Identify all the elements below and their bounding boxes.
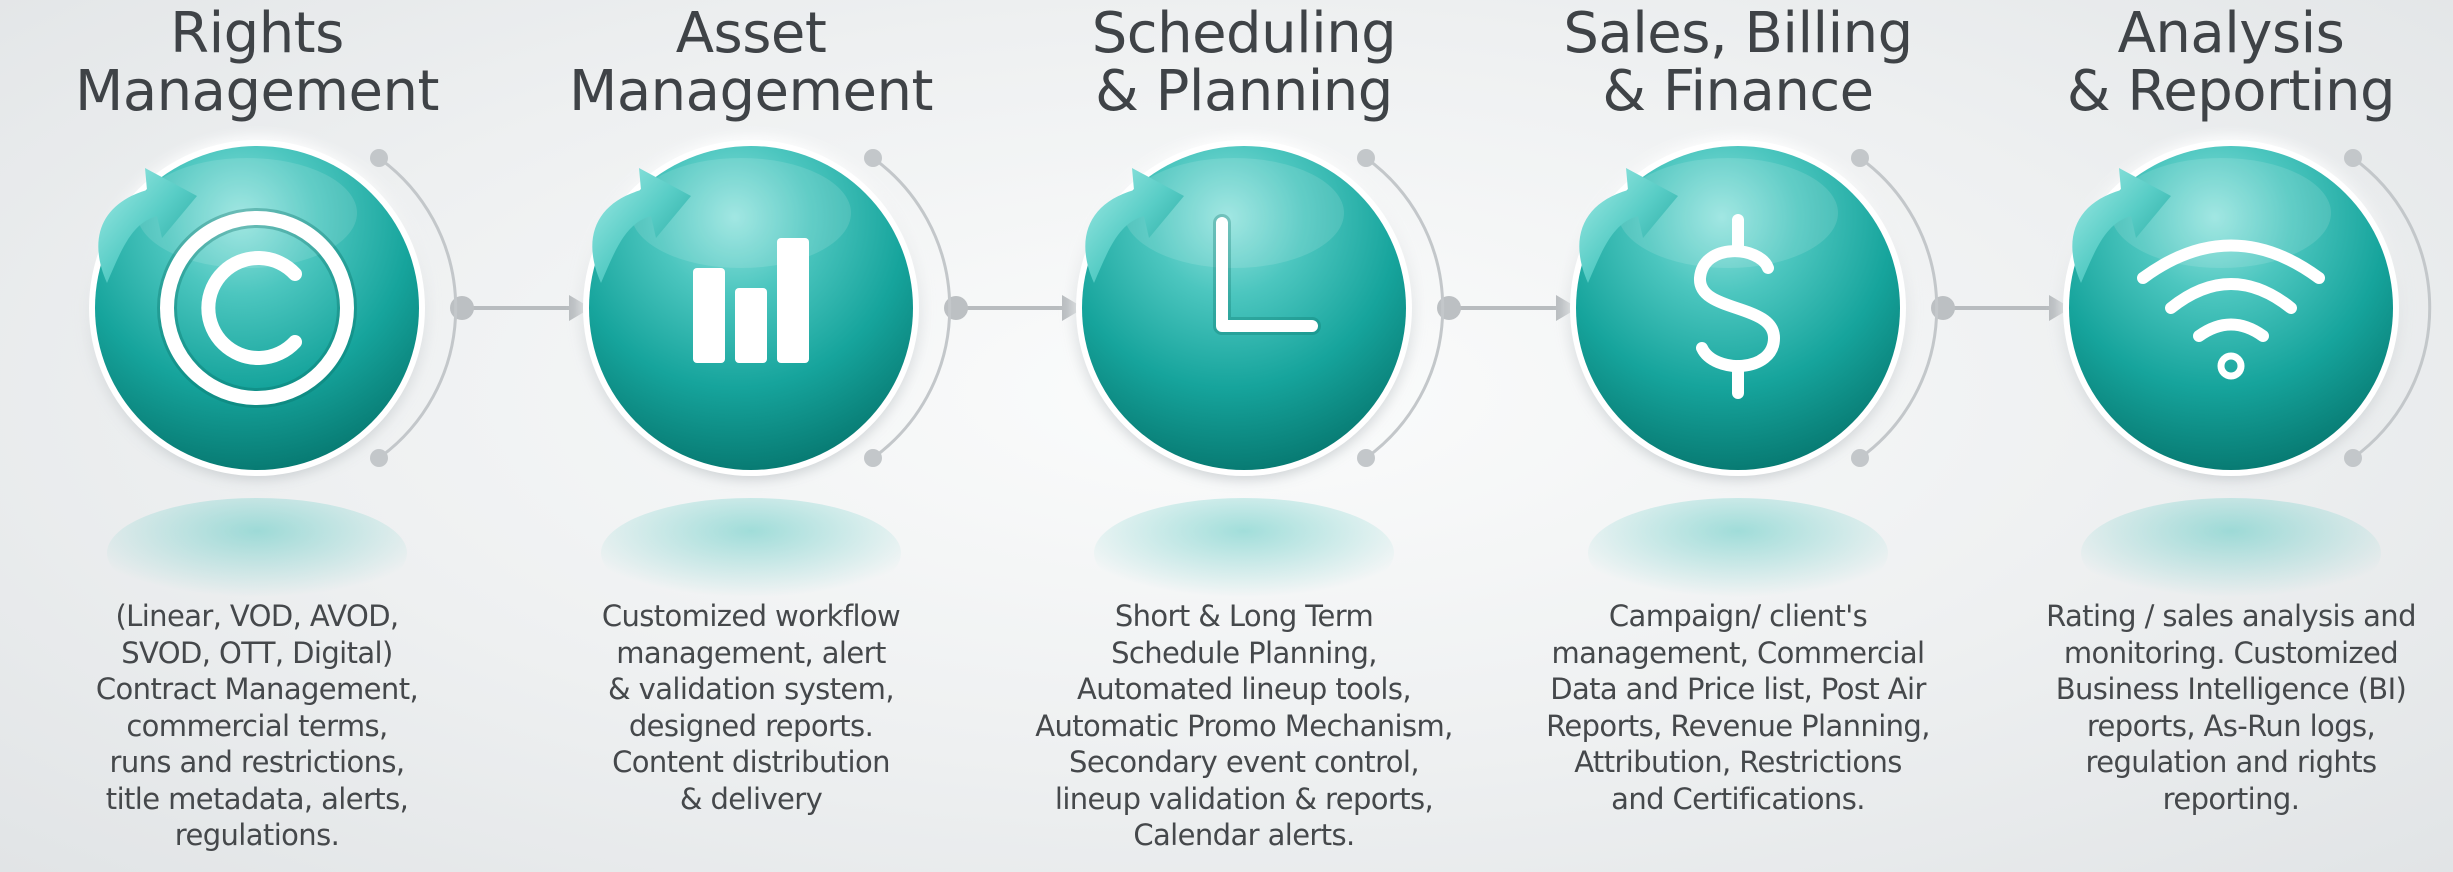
connector-dot [1437, 296, 1461, 320]
curved-arrow-icon [2072, 168, 2171, 283]
arc-dot [1357, 149, 1375, 167]
step-description-line: Secondary event control, [1069, 745, 1420, 779]
step-description-line: commercial terms, [126, 708, 388, 743]
step-title-line: Rights [170, 1, 344, 66]
connector-dot [1931, 296, 1955, 320]
step-title-line: Asset [675, 1, 827, 66]
arc-dot [864, 449, 882, 467]
curved-arrow-icon [592, 168, 691, 283]
connector-dot [450, 296, 474, 320]
wifi-icon [2137, 239, 2325, 380]
step-description-line: designed reports. [628, 708, 874, 743]
step-title: Sales, Billing& Finance [1528, 5, 1948, 121]
step-1 [85, 136, 458, 608]
step-description-line: management, alert [616, 635, 886, 670]
arc-dot [1357, 449, 1375, 467]
arc-dot [2344, 149, 2362, 167]
step-5 [2059, 136, 2432, 608]
step-title: Analysis& Reporting [2021, 5, 2441, 121]
step-description-line: Automated lineup tools, [1077, 672, 1412, 706]
step-title-line: Management [569, 59, 933, 124]
step-description-line: SVOD, OTT, Digital) [121, 635, 393, 670]
step-description-line: regulations. [174, 818, 340, 852]
arc-dot [370, 149, 388, 167]
step-3 [1072, 136, 1445, 608]
side-arc [2352, 156, 2432, 460]
step-description-line: Data and Price list, Post Air [1550, 672, 1926, 706]
step-description-line: monitoring. Customized [2063, 635, 2399, 670]
curved-arrow-icon [1579, 168, 1678, 283]
step-description-line: lineup validation & reports, [1054, 781, 1434, 816]
step-title-line: & Planning [1095, 59, 1393, 124]
clock-icon [1213, 214, 1321, 335]
side-arc [1859, 156, 1939, 460]
arc-dot [2344, 449, 2362, 467]
sphere-reflection [1588, 498, 1888, 608]
step-title-line: & Reporting [2066, 59, 2396, 124]
arc-dot [864, 149, 882, 167]
curved-arrow-icon [1085, 168, 1184, 283]
step-description-line: Content distribution [612, 745, 890, 779]
step-title-line: Scheduling [1091, 1, 1397, 66]
step-description-line: & validation system, [608, 672, 894, 706]
step-description: (Linear, VOD, AVOD,SVOD, OTT, Digital)Co… [47, 598, 467, 854]
arc-dot [1851, 149, 1869, 167]
curved-arrow-icon [98, 168, 197, 283]
dollar-icon [1694, 214, 1781, 399]
step-description-line: reporting. [2162, 781, 2300, 816]
step-description-line: Schedule Planning, [1111, 635, 1377, 670]
step-title: Scheduling& Planning [1034, 5, 1454, 121]
arc-dot [370, 449, 388, 467]
step-description-line: Calendar alerts. [1133, 818, 1355, 852]
step-description-line: Campaign/ client's [1608, 599, 1868, 633]
side-arc [872, 156, 952, 460]
step-description-line: Reports, Revenue Planning, [1546, 708, 1930, 743]
step-description-line: Attribution, Restrictions [1574, 745, 1902, 779]
step-title-line: Management [75, 59, 439, 124]
connector-dot [944, 296, 968, 320]
sphere-reflection [601, 498, 901, 608]
step-description-line: title metadata, alerts, [105, 781, 409, 816]
step-description-line: Contract Management, [95, 672, 419, 706]
step-description-line: Business Intelligence (BI) [2055, 672, 2407, 706]
bar-chart-icon [693, 238, 809, 363]
sphere [95, 146, 419, 470]
step-title-line: Analysis [2117, 1, 2345, 66]
side-arc [1365, 156, 1445, 460]
sphere-reflection [2081, 498, 2381, 608]
step-description-line: & delivery [679, 781, 823, 816]
step-description-line: regulation and rights [2085, 745, 2378, 779]
step-2 [579, 136, 952, 608]
step-title-line: Sales, Billing [1563, 1, 1913, 66]
step-4 [1566, 136, 1939, 608]
sphere-reflection [107, 498, 407, 608]
step-description-line: Short & Long Term [1114, 599, 1374, 633]
step-description-line: Automatic Promo Mechanism, [1035, 708, 1453, 743]
step-description-line: and Certifications. [1611, 781, 1865, 816]
sphere [1082, 146, 1406, 470]
sphere [2069, 146, 2393, 470]
arc-dot [1851, 449, 1869, 467]
step-description-line: Rating / sales analysis and [2046, 599, 2416, 633]
step-description-line: reports, As-Run logs, [2086, 708, 2376, 743]
step-title-line: & Finance [1602, 59, 1874, 124]
side-arc [378, 156, 458, 460]
step-description-line: runs and restrictions, [109, 745, 406, 779]
copyright-icon [157, 208, 357, 408]
step-description-line: Customized workflow [601, 599, 901, 633]
sphere-reflection [1094, 498, 1394, 608]
step-description-line: management, Commercial [1551, 635, 1926, 670]
step-description-line: (Linear, VOD, AVOD, [115, 599, 399, 633]
